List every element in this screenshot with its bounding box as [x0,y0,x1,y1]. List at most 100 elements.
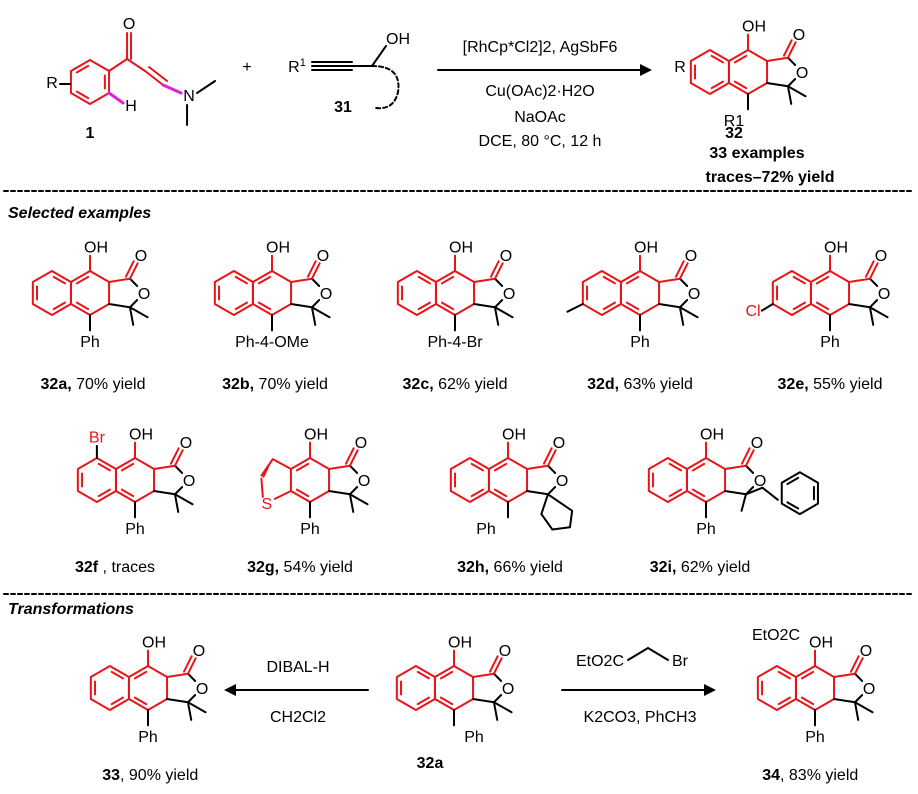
carbonyl-oxygen: O [685,248,697,265]
carbonyl-bond [853,657,864,675]
carbonyl-bond [786,41,797,59]
acyl-bond [108,58,129,72]
carbonyl-bond [182,655,193,673]
double-bond [493,462,508,472]
benzo-ring [76,457,117,503]
double-bond [416,696,430,706]
compound-code: 32h, [457,559,489,576]
lactone-bond [348,486,359,496]
lactone-bond [724,490,747,496]
methyl-bond [128,306,135,326]
naphthalene-ring [69,270,111,316]
compound-33-yield: , 90% yield [120,767,198,784]
methyl-bond [853,701,874,714]
lactone-bond [833,672,856,678]
r1-sup: 1 [300,57,306,69]
compound-34-yield: , 83% yield [780,767,858,784]
example-label: 32e, 55% yield [778,376,883,393]
double-bond [602,275,616,285]
phenyl-group: Ph [696,521,716,538]
compound-33-label: 33 [102,767,120,784]
double-bond [97,462,111,472]
methyl-bond [310,306,317,326]
methyl-bond [128,306,149,319]
lactone-bond [868,299,879,309]
double-bond [262,464,270,478]
naphthalene-ring [114,457,156,503]
lactone-bond [658,277,681,283]
carbonyl-bond [744,449,755,467]
lactone-bond [678,299,689,309]
ring-oxygen: O [502,681,514,698]
lactone-bond [128,299,139,309]
r1-group: R1 [288,57,306,76]
double-bond [786,476,800,486]
double-bond [777,670,791,680]
carbonyl-oxygen: O [135,248,147,265]
yield-text: 66% yield [489,559,563,576]
double-bond [295,488,310,498]
double-bond [75,301,90,311]
benzo-ring [396,270,437,316]
oh-bond [371,45,387,67]
hydroxyl-group: OH [386,31,410,48]
methyl-bond [853,701,860,721]
hydroxyl-group: OH [84,239,108,256]
phenyl-group: Ph [820,334,840,351]
double-bond [470,462,484,472]
naphthalene-ring [433,665,475,711]
double-bond [815,301,830,311]
r-substituent: R [46,75,58,92]
methyl-bond [173,493,194,506]
double-bond [52,301,66,311]
double-bond [75,64,90,74]
carbonyl-bond [849,655,860,673]
thiophene-bond [273,490,292,500]
carbonyl-bond [489,260,500,278]
compound-code: 32i, [650,559,677,576]
sulfur-atom: S [262,496,273,513]
vinyl-bond [126,58,147,72]
double-bond [668,462,682,472]
transformations-heading: Transformations [8,601,134,618]
reagent-ester: EtO2C [576,653,624,670]
naphthalene-ring [685,457,727,503]
compound-code: 32b, [222,376,254,393]
double-bond [234,275,248,285]
lactone-bond [290,277,313,283]
double-bond [439,696,454,706]
carbonyl-bond [348,449,359,467]
naphthalene-ring [289,457,331,503]
benzo-ring [395,665,436,711]
lactone-bond [328,490,351,496]
double-bond [295,462,310,472]
phenyl-group: Ph-4-Br [427,334,483,351]
carbonyl-oxygen: O [751,435,763,452]
lactone-bond [310,277,321,287]
lactone-bond [678,277,689,287]
example-label: 32g, 54% yield [247,559,353,576]
naphthalene-ring [619,270,661,316]
double-bond [75,90,90,100]
double-bond [133,696,148,706]
double-bond [110,670,124,680]
compound-code: 32c, [403,376,434,393]
lactone-bond [473,277,496,283]
hydroxyl-group: OH [449,239,473,256]
methyl-bond [868,306,875,326]
double-bond [493,488,508,498]
carbonyl-bond [678,262,689,280]
double-bond [416,670,430,680]
carbonyl-bond [488,655,499,673]
double-bond [733,80,748,90]
yield-text: , 90% yield [120,767,198,784]
double-bond [691,462,706,472]
lactone-bond [472,672,495,678]
lactone-bond [310,299,321,309]
reagent-solvent: CH2Cl2 [270,709,326,726]
yield-text: 70% yield [72,376,146,393]
